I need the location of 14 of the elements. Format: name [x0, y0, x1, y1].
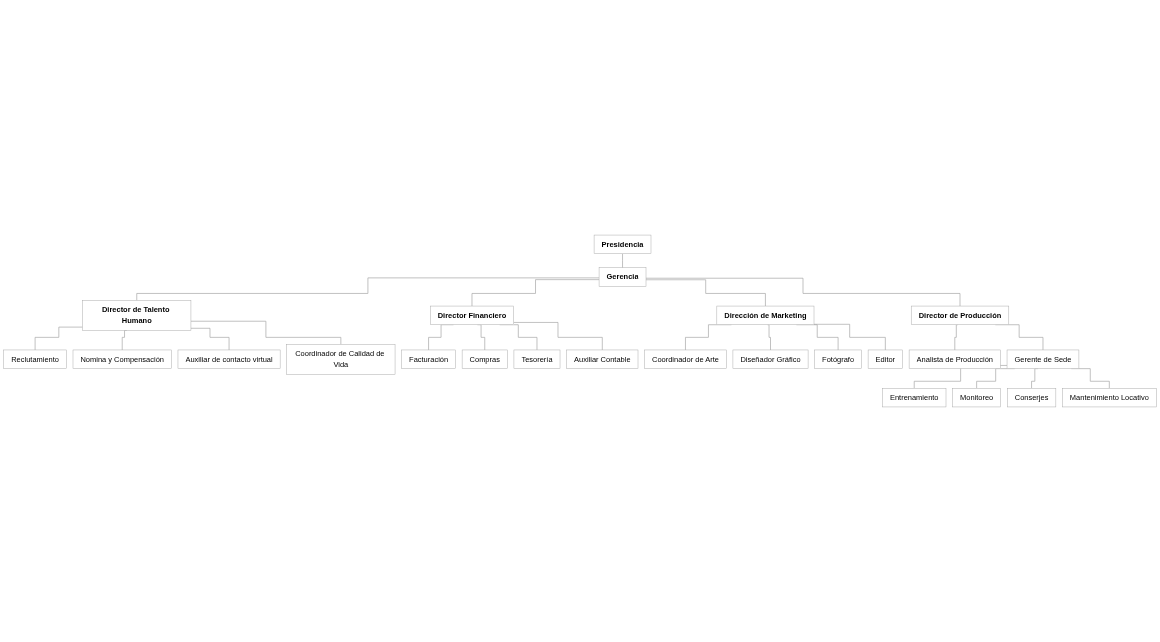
connector [813, 323, 886, 351]
connector [34, 326, 83, 351]
connector [645, 279, 766, 307]
connector [477, 324, 486, 351]
connector [767, 324, 771, 351]
connector [954, 324, 959, 351]
connector [136, 277, 600, 301]
connector [645, 277, 961, 307]
connector [513, 322, 603, 351]
connector [471, 279, 600, 307]
connector [622, 253, 623, 269]
connector [190, 327, 230, 351]
connector [121, 330, 128, 351]
connector [190, 320, 342, 345]
